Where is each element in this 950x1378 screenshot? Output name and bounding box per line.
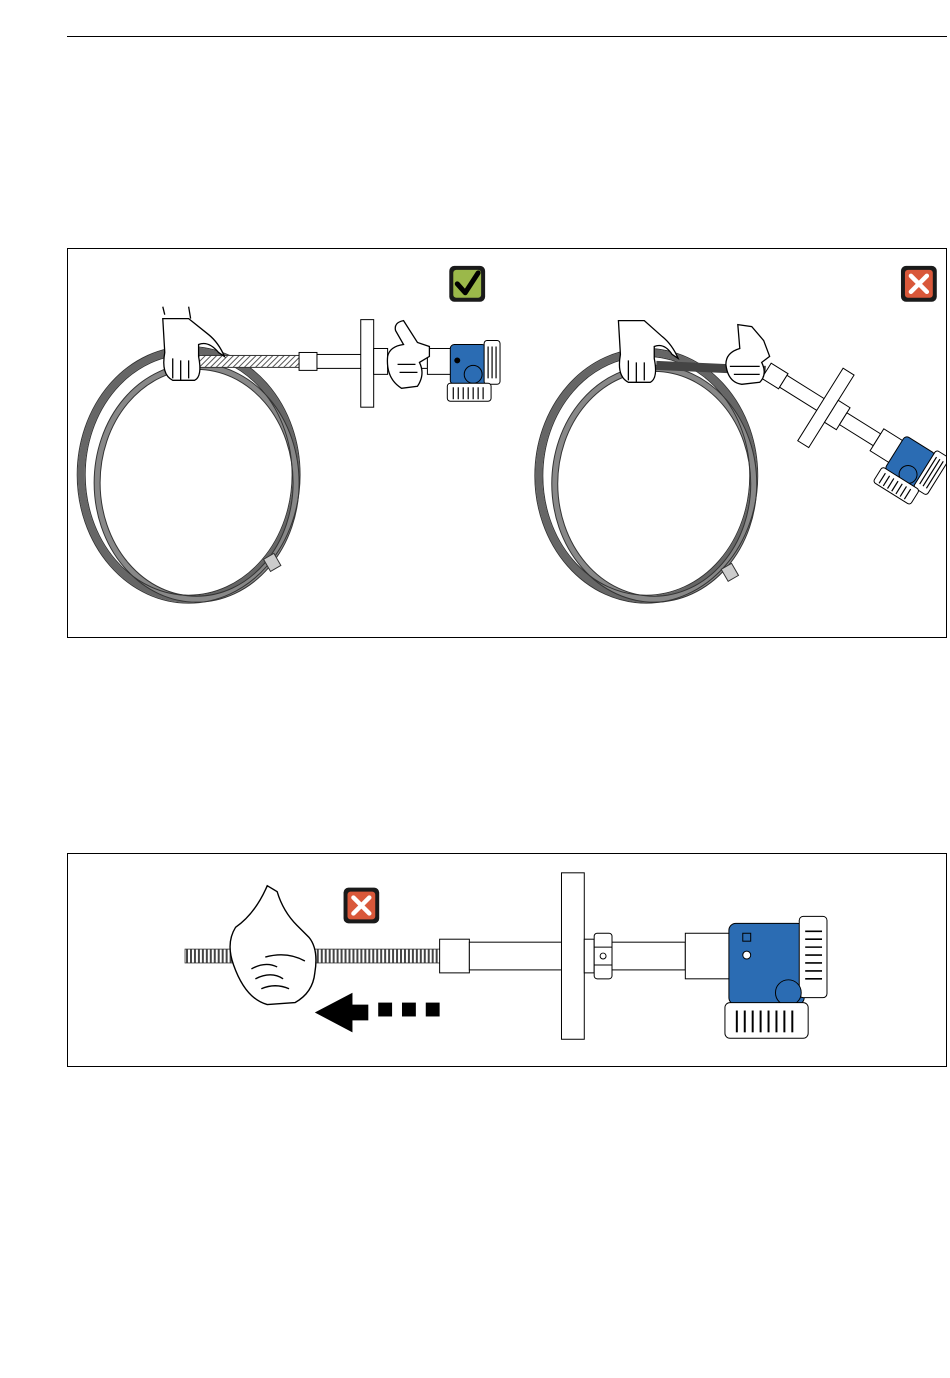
flange (361, 320, 374, 408)
process-nut (584, 933, 612, 979)
probe-tube (317, 354, 363, 368)
coupling (440, 939, 470, 973)
hand-pulling-rope (726, 325, 770, 385)
cross-icon (901, 266, 937, 302)
check-icon (449, 266, 485, 302)
flange (561, 873, 584, 1039)
figure-coil-handling-drawing (68, 249, 946, 637)
probe-angled (744, 334, 946, 514)
process-nut (374, 348, 388, 374)
panel-correct (77, 266, 500, 603)
figure-pulling-probe-drawing (68, 854, 946, 1066)
hand-holding-housing (387, 321, 429, 389)
rope (197, 355, 300, 367)
figure-coil-handling (67, 248, 947, 638)
transmitter-housing (685, 916, 827, 1038)
header-rule (67, 36, 947, 37)
rope-coil-right (539, 352, 754, 599)
probe-tube (469, 942, 562, 970)
panel-incorrect (535, 266, 946, 603)
left-arrow-icon (315, 993, 440, 1033)
coupling (299, 352, 317, 370)
hand-pulling-rope (230, 886, 316, 1005)
transmitter-housing (427, 341, 500, 402)
probe-neck (612, 942, 685, 970)
figure-pulling-probe (67, 853, 947, 1067)
cross-icon (344, 888, 380, 924)
rope-coil (81, 350, 296, 599)
